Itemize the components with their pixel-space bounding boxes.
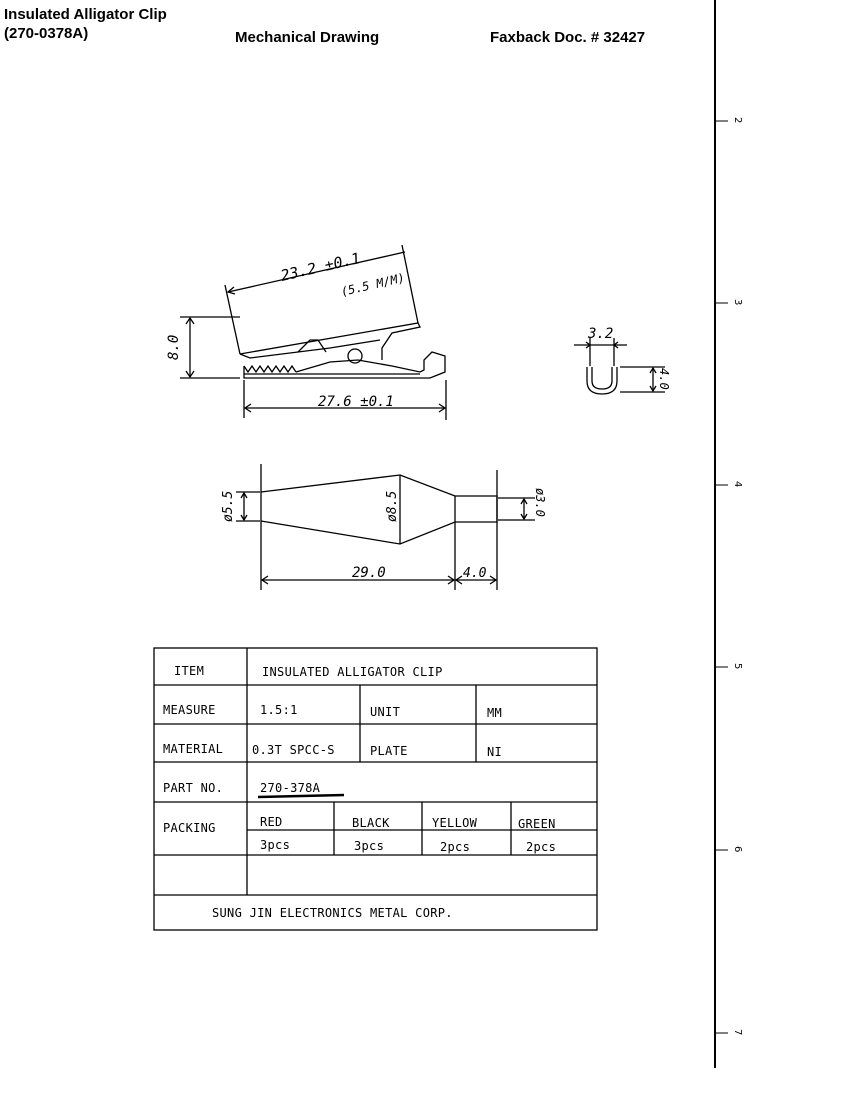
document-title: Insulated Alligator Clip [4,6,167,23]
scale-tick-label: 5 [732,663,743,669]
measure-value: 1.5:1 [260,703,298,717]
packing-color: BLACK [352,816,390,830]
unit-value: MM [487,706,503,720]
scale-tick-label: 7 [732,1029,743,1035]
dim-height: 8.0 [166,335,182,360]
dim-dia-small: ø5.5 [221,491,236,522]
drawing-type-header: Mechanical Drawing [235,29,380,46]
manufacturer-footer: SUNG JIN ELECTRONICS METAL CORP. [212,906,453,920]
packing-label: PACKING [163,821,216,835]
packing-color: YELLOW [432,816,478,830]
clip-side-view [180,244,447,420]
scale-tick-label: 2 [732,117,743,123]
dim-end-height: 4.0 [657,368,671,390]
packing-color: GREEN [518,817,556,831]
dim-body-length: 29.0 [352,565,386,581]
plate-value: NI [487,745,503,759]
unit-label: UNIT [370,705,401,719]
clip-end-view [574,338,665,395]
material-value: 0.3T SPCC-S [252,743,335,757]
dim-end-width: 3.2 [587,326,613,342]
dim-jaw-opening: (5.5 M/M) [340,271,407,299]
faxback-doc-header: Faxback Doc. # 32427 [490,29,646,46]
part-number-underline [257,793,345,799]
scale-tick-label: 3 [732,299,743,305]
dim-tail-length: 4.0 [463,566,487,581]
scale-tick-label: 4 [732,481,743,487]
scale-ruler: 2 3 4 5 6 7 [714,0,743,1068]
part-number-value: 270-378A [260,781,321,795]
dim-base-length: 27.6 ±0.1 [318,394,394,410]
plate-label: PLATE [370,744,408,758]
part-number-header: (270-0378A) [4,25,89,42]
packing-qty: 3pcs [354,839,385,853]
title-block-grid [153,647,598,931]
item-value: INSULATED ALLIGATOR CLIP [262,665,443,679]
packing-color: RED [260,815,283,829]
packing-qty: 2pcs [440,840,471,854]
item-label: ITEM [174,664,205,678]
dim-dia-large: ø8.5 [385,491,400,522]
scale-tick-label: 6 [732,846,743,852]
material-label: MATERIAL [163,742,224,756]
packing-qty: 3pcs [260,838,291,852]
insulator-boot-view [236,464,535,590]
dim-side-length: 23.2 ±0.1 [279,249,362,285]
part-number-label: PART NO. [163,781,224,795]
packing-qty: 2pcs [526,840,557,854]
measure-label: MEASURE [163,703,216,717]
dim-dia-end: ø3.0 [533,488,547,517]
